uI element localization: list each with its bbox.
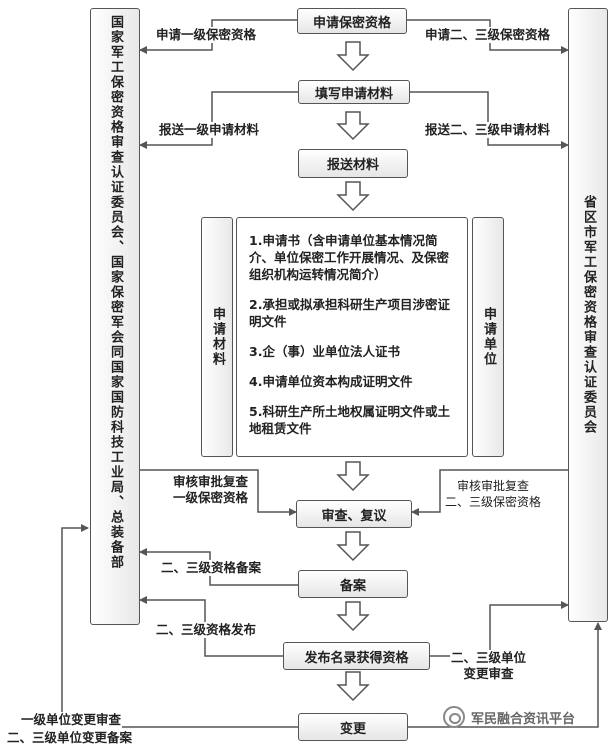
step-change: 变更: [298, 713, 408, 741]
step-publish: 发布名录获得资格: [283, 642, 430, 670]
step-apply-label: 申请保密资格: [312, 15, 391, 31]
edge-label-submit-level1: 报送一级申请材料: [158, 122, 261, 138]
materials-side-label: 申请材料: [210, 307, 225, 367]
step-review-label: 审查、复议: [321, 508, 387, 524]
edge-label-record-level23: 二、三级资格备案: [160, 560, 263, 576]
material-item: 1.申请书（含申请单位基本情况简介、单位保密工作开展情况、及保密组织机构运转情况…: [249, 233, 450, 282]
step-submit-label: 报送材料: [326, 158, 379, 173]
materials-list-box: 1.申请书（含申请单位基本情况简介、单位保密工作开展情况、及保密组织机构运转情况…: [236, 217, 468, 457]
edge-change-record23: [408, 622, 602, 728]
edge-label-review-level23: 审核审批复查 二、三级保密资格: [444, 478, 543, 510]
edge-change-level1: [61, 524, 298, 728]
materials-side-box: 申请材料: [201, 217, 233, 457]
edge-label-submit-level23: 报送二、三级申请材料: [424, 122, 552, 138]
edge-label-change-level23: 二、三级单位 变更审查: [450, 650, 528, 682]
step-change-label: 变更: [339, 721, 366, 737]
flow-arrow-5: [336, 531, 370, 562]
flow-arrow-7: [336, 671, 370, 702]
edge-label-change-level23-line1: 二、三级单位: [451, 650, 527, 665]
edge-fill-level1: [139, 91, 298, 149]
edge-label-review-level23-line2: 二、三级保密资格: [445, 495, 542, 509]
unit-side-box: 申请单位: [472, 217, 504, 457]
step-record: 备案: [298, 570, 408, 598]
step-record-label: 备案: [339, 578, 366, 594]
material-item: 2.承担或拟承担科研生产项目涉密证明文件: [249, 297, 450, 329]
edge-label-change-level23-line2: 变更审查: [463, 666, 514, 681]
provincial-authority-box: 省区市军工保密资格审查认证委员会: [568, 8, 608, 622]
edge-review-level23: [411, 469, 568, 516]
material-item: 4.申请单位资本构成证明文件: [249, 374, 413, 389]
material-item: 3.企（事）业单位法人证书: [249, 344, 400, 359]
provincial-authority-label: 省区市军工保密资格审查认证委员会: [581, 195, 596, 435]
flow-arrow-6: [336, 601, 370, 632]
edge-review-level1: [140, 469, 297, 516]
edge-label-review-level23-line1: 审核审批复查: [457, 479, 530, 493]
flow-arrow-4: [336, 461, 370, 492]
edge-label-change-level1: 一级单位变更审查: [20, 712, 123, 728]
national-authority-label: 国家军工保密资格审查认证委员会、国家保密军会同国家国防科技工业局、总装备部: [108, 15, 123, 570]
edge-label-apply-level23: 申请二、三级保密资格: [424, 27, 552, 43]
watermark-text: 军民融合资讯平台: [471, 711, 576, 727]
flow-arrow-1: [336, 41, 370, 72]
step-fill: 填写申请材料: [298, 80, 410, 104]
flow-arrow-3: [336, 181, 370, 212]
edge-label-review-level1: 审核审批复查 一级保密资格: [172, 474, 250, 506]
flow-arrow-2: [336, 111, 370, 141]
edge-label-change-record23: 二、三级单位变更备案: [6, 730, 134, 746]
unit-side-label: 申请单位: [481, 307, 496, 367]
edge-label-review-level1-line2: 一级保密资格: [173, 490, 249, 505]
material-item: 5.科研生产所土地权属证明文件或土地租赁文件: [249, 404, 450, 436]
edge-fill-level23: [410, 91, 569, 149]
edge-label-review-level1-line1: 审核审批复查: [173, 474, 249, 489]
step-publish-label: 发布名录获得资格: [304, 650, 409, 666]
wechat-icon: [443, 706, 465, 728]
edge-change-level23: [430, 601, 569, 657]
step-fill-label: 填写申请材料: [314, 86, 393, 102]
step-review: 审查、复议: [296, 500, 412, 528]
watermark: 军民融合资讯平台: [443, 706, 575, 728]
edge-label-publish-level23: 二、三级资格发布: [155, 622, 258, 638]
national-authority-box: 国家军工保密资格审查认证委员会、国家保密军会同国家国防科技工业局、总装备部: [90, 8, 140, 625]
step-submit: 报送材料: [298, 149, 408, 178]
step-apply: 申请保密资格: [297, 8, 407, 34]
edge-label-apply-level1: 申请一级保密资格: [155, 27, 258, 43]
